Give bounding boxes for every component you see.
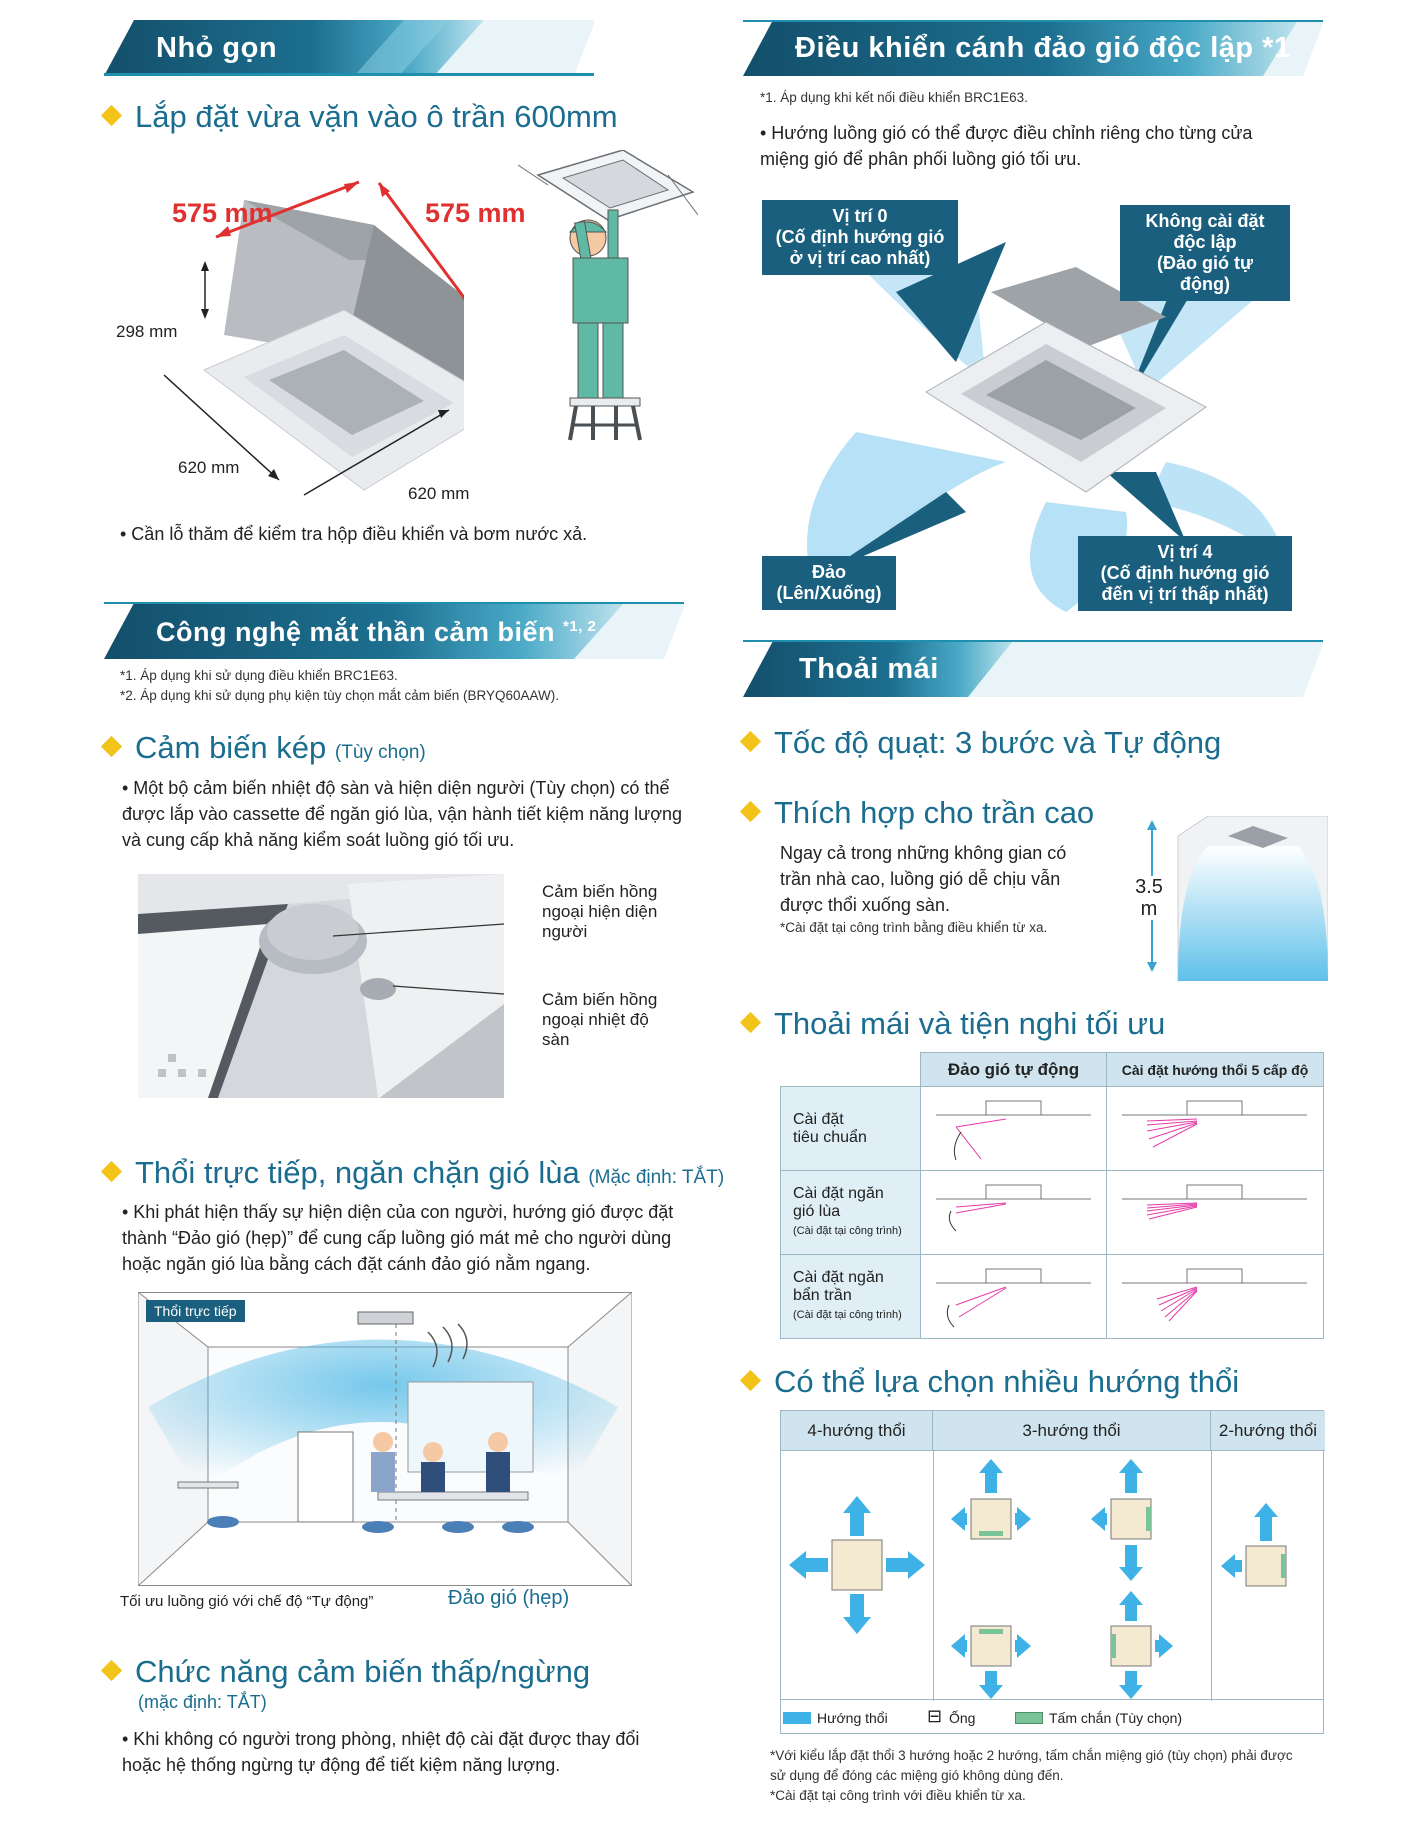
diamond-icon [739,801,762,823]
comfort-row-standard: Cài đặt tiêu chuẩn [780,1086,921,1171]
high-ceiling-body: Ngay cả trong những không gian có trần n… [780,843,1067,915]
height-label: 3.5 m [1132,876,1166,920]
room-caption-right: Đảo gió (hẹp) [448,1587,570,1609]
banner-sensor: Công nghệ mắt thần cảm biến *1, 2 [104,603,684,659]
heading-low-stop-sensor: Chức năng cảm biến thấp/ngừng [100,1654,590,1690]
dim-575-right: 575 mm [425,198,526,228]
comfort-cell-auto-2 [920,1170,1107,1255]
sensor-note-1: *1. Áp dụng khi sử dụng điều khiển BRC1E… [120,668,398,683]
banner-compact-bg [104,20,594,76]
high-ceiling-illustration [1147,816,1328,982]
louver-bullet: • Hướng luồng gió có thể được điều chỉnh… [760,123,1253,169]
diamond-icon [100,1660,123,1682]
unit-3way-b [1091,1459,1152,1581]
legend-pipe: Ống [949,1710,976,1726]
direction-table: 4-hướng thổi 3-hướng thổi 2-hướng thổi [780,1410,1325,1701]
banner-compact-line [104,73,594,76]
unit-3way-a [951,1459,1031,1540]
room-caption-left: Tối ưu luồng gió với chế độ “Tự động” [120,1593,374,1610]
unit-3way-d [1110,1591,1173,1699]
comfort-cell-5step-2 [1106,1170,1324,1255]
diamond-icon [100,736,123,758]
banner-compact: Nhỏ gọn [104,20,594,76]
comfort-cell-5step-3 [1106,1254,1324,1339]
dim-575-left: 575 mm [172,198,273,228]
room-illustration [138,1292,632,1586]
diamond-icon [100,105,123,127]
diamond-icon [739,731,762,753]
banner-louver-title: Điều khiển cánh đảo gió độc lập *1 [795,32,1291,64]
room-tag: Thổi trực tiếp [146,1300,245,1322]
dual-sensor-body: • Một bộ cảm biến nhiệt độ sàn và hiện d… [122,778,683,850]
direction-footnote-1: *Với kiểu lắp đặt thổi 3 hướng hoặc 2 hư… [770,1748,1293,1783]
banner-sensor-title: Công nghệ mắt thần cảm biến *1, 2 [156,617,597,647]
sensor-note-2: *2. Áp dụng khi sử dụng phụ kiện tùy chọ… [120,688,560,703]
banner-louver: Điều khiển cánh đảo gió độc lập *1 [743,20,1323,76]
legend-shutter: Tấm chắn (Tùy chọn) [1049,1710,1183,1726]
banner-comfort-line [743,640,1323,642]
unit-4way [789,1496,925,1634]
diamond-icon [100,1161,123,1183]
dim-arrow-red [215,180,360,239]
heading-dual-sensor: Cảm biến kép (Tùy chọn) [100,730,426,766]
legend-shutter-swatch [1015,1712,1043,1724]
comfort-cell-5step-1 [1106,1086,1324,1171]
banner-comfort: Thoải mái [743,641,1323,697]
direction-diagrams [789,1459,1287,1699]
banner-louver-bg [743,20,1323,76]
direction-col-3: 3-hướng thổi [933,1411,1211,1451]
comfort-col-5-step: Cài đặt hướng thổi 5 cấp độ [1106,1052,1324,1087]
high-ceiling-note: *Cài đặt tại công trình bằng điều khiển … [780,920,1048,935]
heading-high-ceiling: Thích hợp cho trần cao [739,795,1094,831]
technician-illustration [518,150,698,441]
banner-comfort-title: Thoải mái [799,653,939,685]
callout-position-0: Vị trí 0 (Cố định hướng gió ở vị trí cao… [762,200,958,275]
banner-sensor-line [104,602,684,604]
direction-footnote-2: *Cài đặt tại công trình với điều khiển t… [770,1788,1026,1803]
unit-2way [1221,1503,1287,1587]
label-human-sensor: Cảm biến hồng ngoại hiện diện người [542,882,658,941]
comfort-col-auto-swing: Đảo gió tự động [920,1052,1107,1087]
comfort-cell-auto-3 [920,1254,1107,1339]
legend-pipe-icon: ⊟ [927,1706,943,1726]
cassette-dimension-illustration [163,180,464,496]
comfort-row-draft-prevention: Cài đặt ngăn gió lùa(Cài đặt tại công tr… [780,1170,921,1255]
comfort-cell-auto-1 [920,1086,1107,1171]
direct-airflow-body: • Khi phát hiện thấy sự hiện diện của co… [122,1202,674,1274]
heading-low-stop-default: (mặc định: TẮT) [138,1692,267,1712]
direction-col-2: 2-hướng thổi [1211,1411,1325,1451]
louver-note: *1. Áp dụng khi kết nối điều khiển BRC1E… [760,90,1028,105]
direction-col-4: 4-hướng thổi [781,1411,933,1451]
callout-no-independent: Không cài đặt độc lập (Đảo gió tự động) [1120,205,1290,301]
callout-swing: Đảo (Lên/Xuống) [762,556,896,610]
legend-airflow: Hướng thổi [817,1710,888,1726]
unit-3way-c [951,1625,1031,1699]
banner-louver-line [743,20,1323,22]
compact-bullet: • Cần lỗ thăm để kiểm tra hộp điều khiển… [120,524,588,544]
low-stop-body: • Khi không có người trong phòng, nhiệt … [122,1729,640,1775]
banner-compact-title: Nhỏ gọn [156,32,278,64]
heading-direct-airflow: Thổi trực tiếp, ngăn chặn gió lùa (Mặc đ… [100,1155,724,1191]
diamond-icon [739,1012,762,1034]
label-floor-sensor: Cảm biến hồng ngoại nhiệt độ sàn [542,990,658,1049]
dim-298: 298 mm [116,322,178,341]
comfort-row-ceiling-soiling: Cài đặt ngăn bẩn trần(Cài đặt tại công t… [780,1254,921,1339]
sensor-photo [138,874,504,1098]
heading-ceiling-fit: Lắp đặt vừa vặn vào ô trần 600mm [100,99,618,135]
banner-sensor-bg [104,603,684,659]
heading-optimal-comfort: Thoải mái và tiện nghi tối ưu [739,1006,1165,1042]
heading-fan-speed: Tốc độ quạt: 3 bước và Tự động [739,725,1221,761]
comfort-table: Đảo gió tự động Cài đặt hướng thổi 5 cấp… [780,1052,1324,1339]
heading-multi-direction: Có thể lựa chọn nhiều hướng thổi [739,1364,1239,1400]
banner-comfort-bg [743,641,1323,697]
dim-620-left: 620 mm [178,458,240,477]
legend-airflow-swatch [783,1712,811,1724]
dim-620-right: 620 mm [408,484,470,503]
diamond-icon [739,1370,762,1392]
legend: Hướng thổi ⊟ Ống Tấm chắn (Tùy chọn) [780,1700,1324,1734]
callout-position-4: Vị trí 4 (Cố định hướng gió đến vị trí t… [1078,536,1292,611]
